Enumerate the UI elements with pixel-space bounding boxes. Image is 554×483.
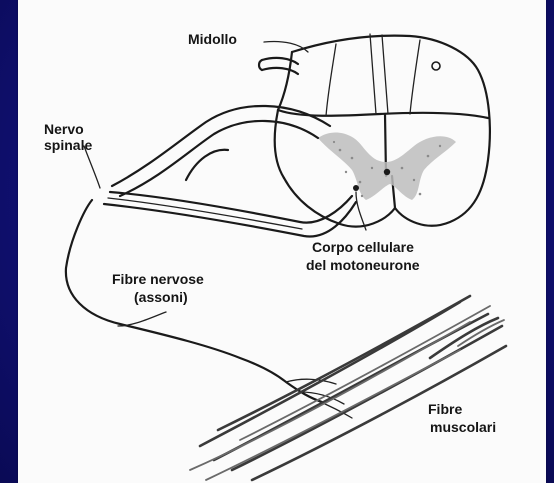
label-corpo-line1: Corpo cellulare (312, 239, 414, 255)
label-nervo-line1: Nervo (44, 121, 84, 137)
label-fibre-nervose-line1: Fibre nervose (112, 271, 204, 287)
label-corpo-line2: del motoneurone (306, 257, 420, 273)
muscle-fibres (190, 296, 506, 480)
nerve-roots (104, 41, 356, 236)
grey-matter (318, 132, 456, 200)
label-fibre-muscolari-line2: muscolari (430, 419, 496, 435)
label-midollo: Midollo (188, 31, 237, 47)
label-fibre-nervose-line2: (assoni) (134, 289, 188, 305)
label-fibre-muscolari-line1: Fibre (428, 401, 462, 417)
label-nervo-line2: spinale (44, 137, 92, 153)
